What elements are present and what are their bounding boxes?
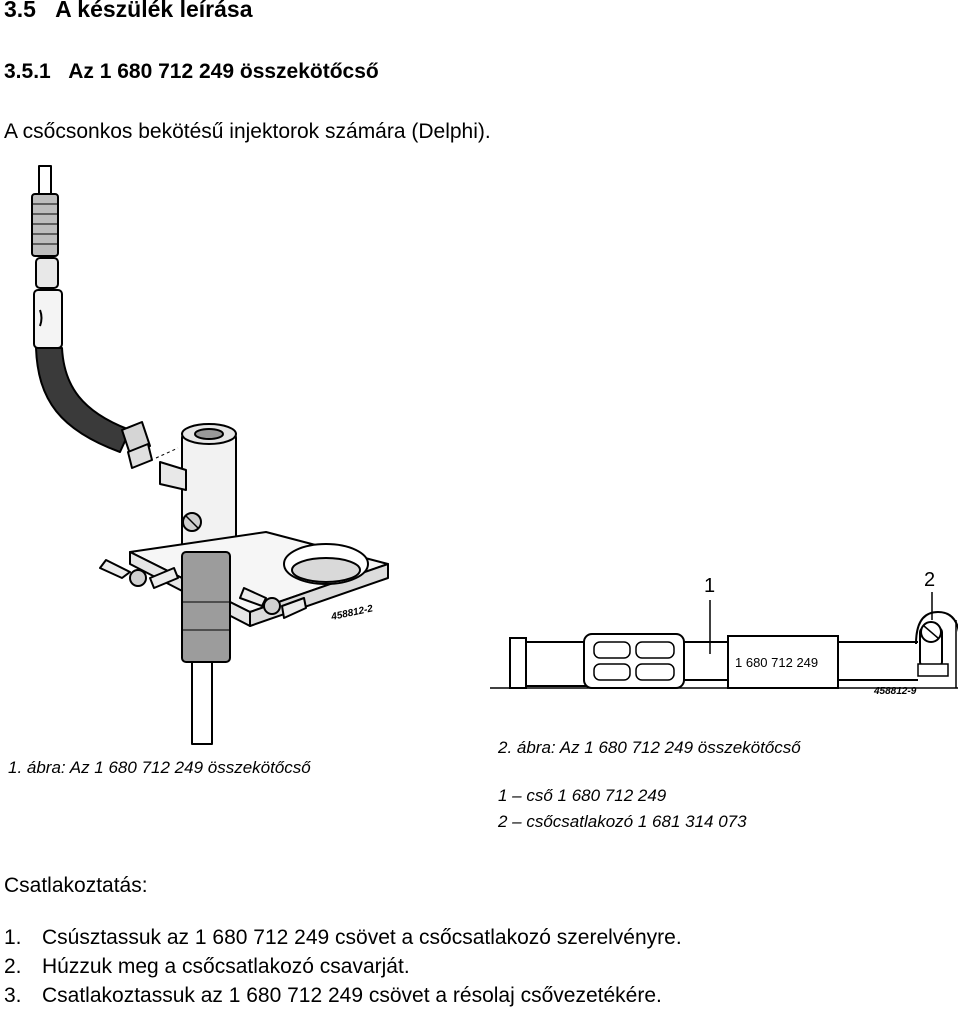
figure-1-caption: 1. ábra: Az 1 680 712 249 összekötőcső	[8, 758, 311, 777]
instruction-step: 2. Húzzuk meg a csőcsatlakozó csavarját.	[4, 955, 410, 979]
figure-2-illustration: 1 2 1 680 712 249 458812-9	[490, 569, 958, 697]
section-number: 3.5	[4, 0, 36, 22]
intro-text: A csőcsonkos bekötésű injektorok számára…	[4, 120, 491, 143]
section-title: A készülék leírása	[55, 0, 253, 22]
connection-title: Csatlakoztatás:	[4, 874, 148, 897]
section-heading: 3.5 A készülék leírása	[4, 0, 253, 23]
figure-2-tube-label: 1 680 712 249	[735, 655, 818, 670]
step-number: 3.	[4, 984, 22, 1007]
step-number: 1.	[4, 926, 22, 949]
step-text: Csúsztassuk az 1 680 712 249 csövet a cs…	[42, 926, 682, 949]
figure-1-drawing-id: 458812-2	[329, 603, 374, 623]
figure-2-caption: 2. ábra: Az 1 680 712 249 összekötőcső	[498, 738, 801, 757]
subsection-heading: 3.5.1 Az 1 680 712 249 összekötőcső	[4, 60, 379, 84]
step-text: Húzzuk meg a csőcsatlakozó csavarját.	[42, 955, 410, 978]
step-number: 2.	[4, 955, 22, 978]
subsection-title: Az 1 680 712 249 összekötőcső	[68, 60, 379, 83]
figure-1-illustration: 458812-2	[31, 165, 389, 745]
figure-2-callout-2: 2	[924, 569, 935, 591]
instruction-step: 3. Csatlakoztassuk az 1 680 712 249 csöve…	[4, 984, 662, 1008]
instruction-step: 1. Csúsztassuk az 1 680 712 249 csövet a …	[4, 926, 682, 950]
figure-2-drawing-id: 458812-9	[873, 686, 917, 697]
figure-2-legend-item-2: 2 – csőcsatlakozó 1 681 314 073	[498, 812, 747, 831]
figure-2-legend-item-1: 1 – cső 1 680 712 249	[498, 786, 667, 805]
figure-2-callout-1: 1	[704, 575, 715, 597]
subsection-number: 3.5.1	[4, 60, 51, 83]
step-text: Csatlakoztassuk az 1 680 712 249 csövet …	[42, 984, 662, 1007]
